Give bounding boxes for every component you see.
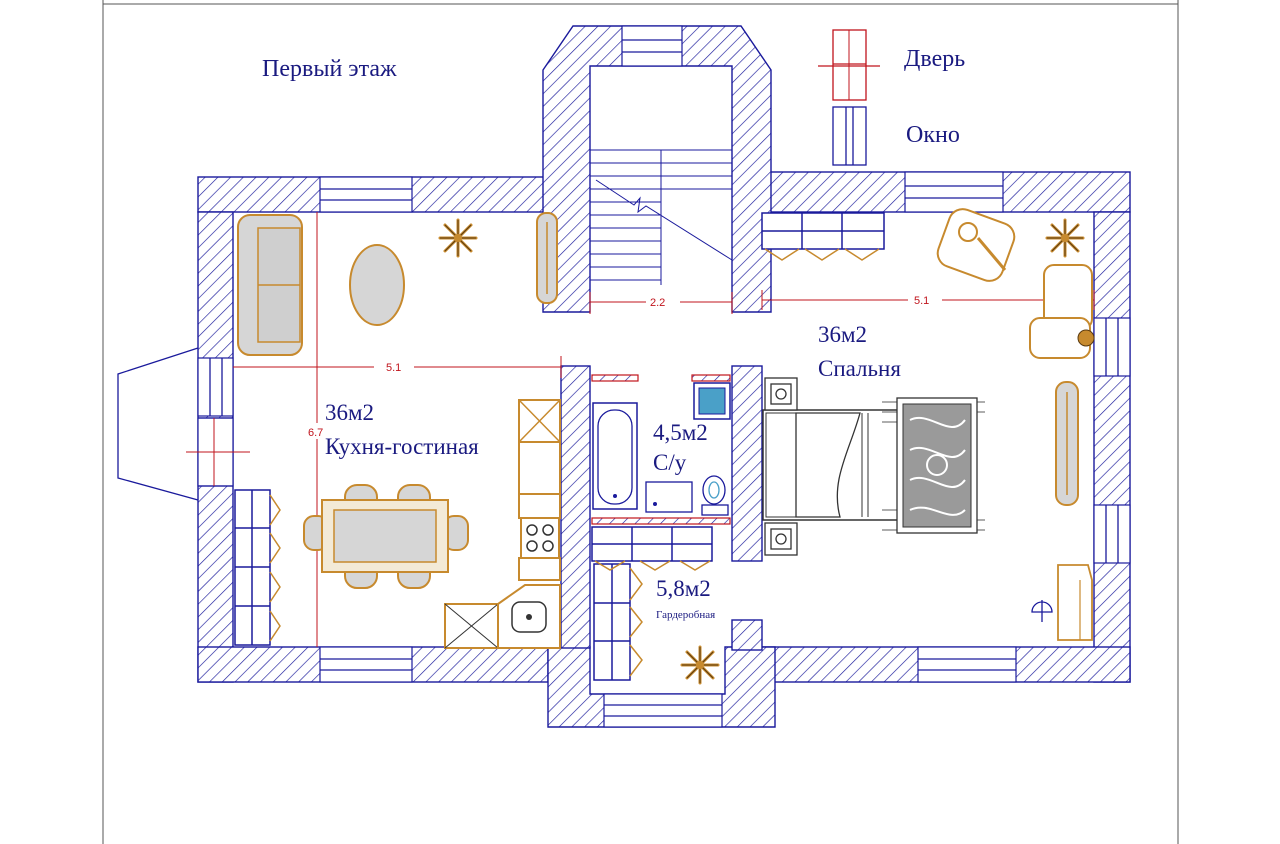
bed xyxy=(762,409,899,521)
oval-coffee-table xyxy=(349,244,405,326)
dining-set xyxy=(303,484,469,589)
kitchen-area: 36м2 xyxy=(325,400,374,425)
legend-door-icon xyxy=(818,29,880,101)
legend-window-label: Окно xyxy=(906,122,960,148)
stove-icon xyxy=(520,517,560,559)
plant-icon-living xyxy=(438,218,478,258)
wall-interior-kitchen xyxy=(560,365,591,649)
page-title: Первый этаж xyxy=(262,56,397,82)
bathroom-name: С/у xyxy=(653,450,687,475)
wall-interior-bath xyxy=(731,365,763,562)
nightstands xyxy=(764,377,798,556)
dim-stair-width: 2.2 xyxy=(650,297,665,309)
legend-window-icon xyxy=(832,106,867,166)
sofa xyxy=(237,214,303,356)
wardrobe-name: Гардеробная xyxy=(656,609,715,621)
armchair-side xyxy=(536,212,558,304)
entrance-door-icon xyxy=(186,418,250,486)
wall-wardrobe xyxy=(731,619,763,651)
bedroom-bench xyxy=(1055,381,1079,506)
fridge xyxy=(444,603,499,649)
kitchen-counter xyxy=(518,399,561,581)
entrance-porch xyxy=(117,347,199,501)
washbasin xyxy=(645,481,693,513)
wall-stair-tower xyxy=(542,25,772,313)
sink-icon xyxy=(497,584,561,649)
closet-wardrobe-room xyxy=(591,526,713,681)
plant-icon-wardrobe xyxy=(680,645,720,685)
bedroom-name: Спальня xyxy=(818,356,901,381)
wardrobe-area: 5,8м2 xyxy=(656,576,711,601)
reading-chairs xyxy=(936,208,1095,359)
dim-bedroom-width: 5.1 xyxy=(914,295,929,307)
bathroom-area: 4,5м2 xyxy=(653,420,708,445)
bedroom-rug xyxy=(882,397,985,534)
bathtub xyxy=(592,402,638,510)
toilet-icon xyxy=(701,475,729,516)
closet-left xyxy=(234,489,271,646)
kitchen-name: Кухня-гостиная xyxy=(325,434,479,459)
dim-kitchen-depth: 6.7 xyxy=(308,427,323,439)
windows xyxy=(197,25,1131,728)
staircase xyxy=(590,149,733,285)
bedroom-area: 36м2 xyxy=(818,322,867,347)
plant-icon-bedroom xyxy=(1045,218,1085,258)
wall-right xyxy=(1093,211,1131,683)
legend-door-label: Дверь xyxy=(904,46,965,72)
bedroom-closet xyxy=(761,212,885,250)
dresser xyxy=(1031,564,1093,641)
dim-kitchen-width: 5.1 xyxy=(386,362,401,374)
washing-machine xyxy=(693,382,731,420)
bathroom-doors xyxy=(591,374,731,525)
